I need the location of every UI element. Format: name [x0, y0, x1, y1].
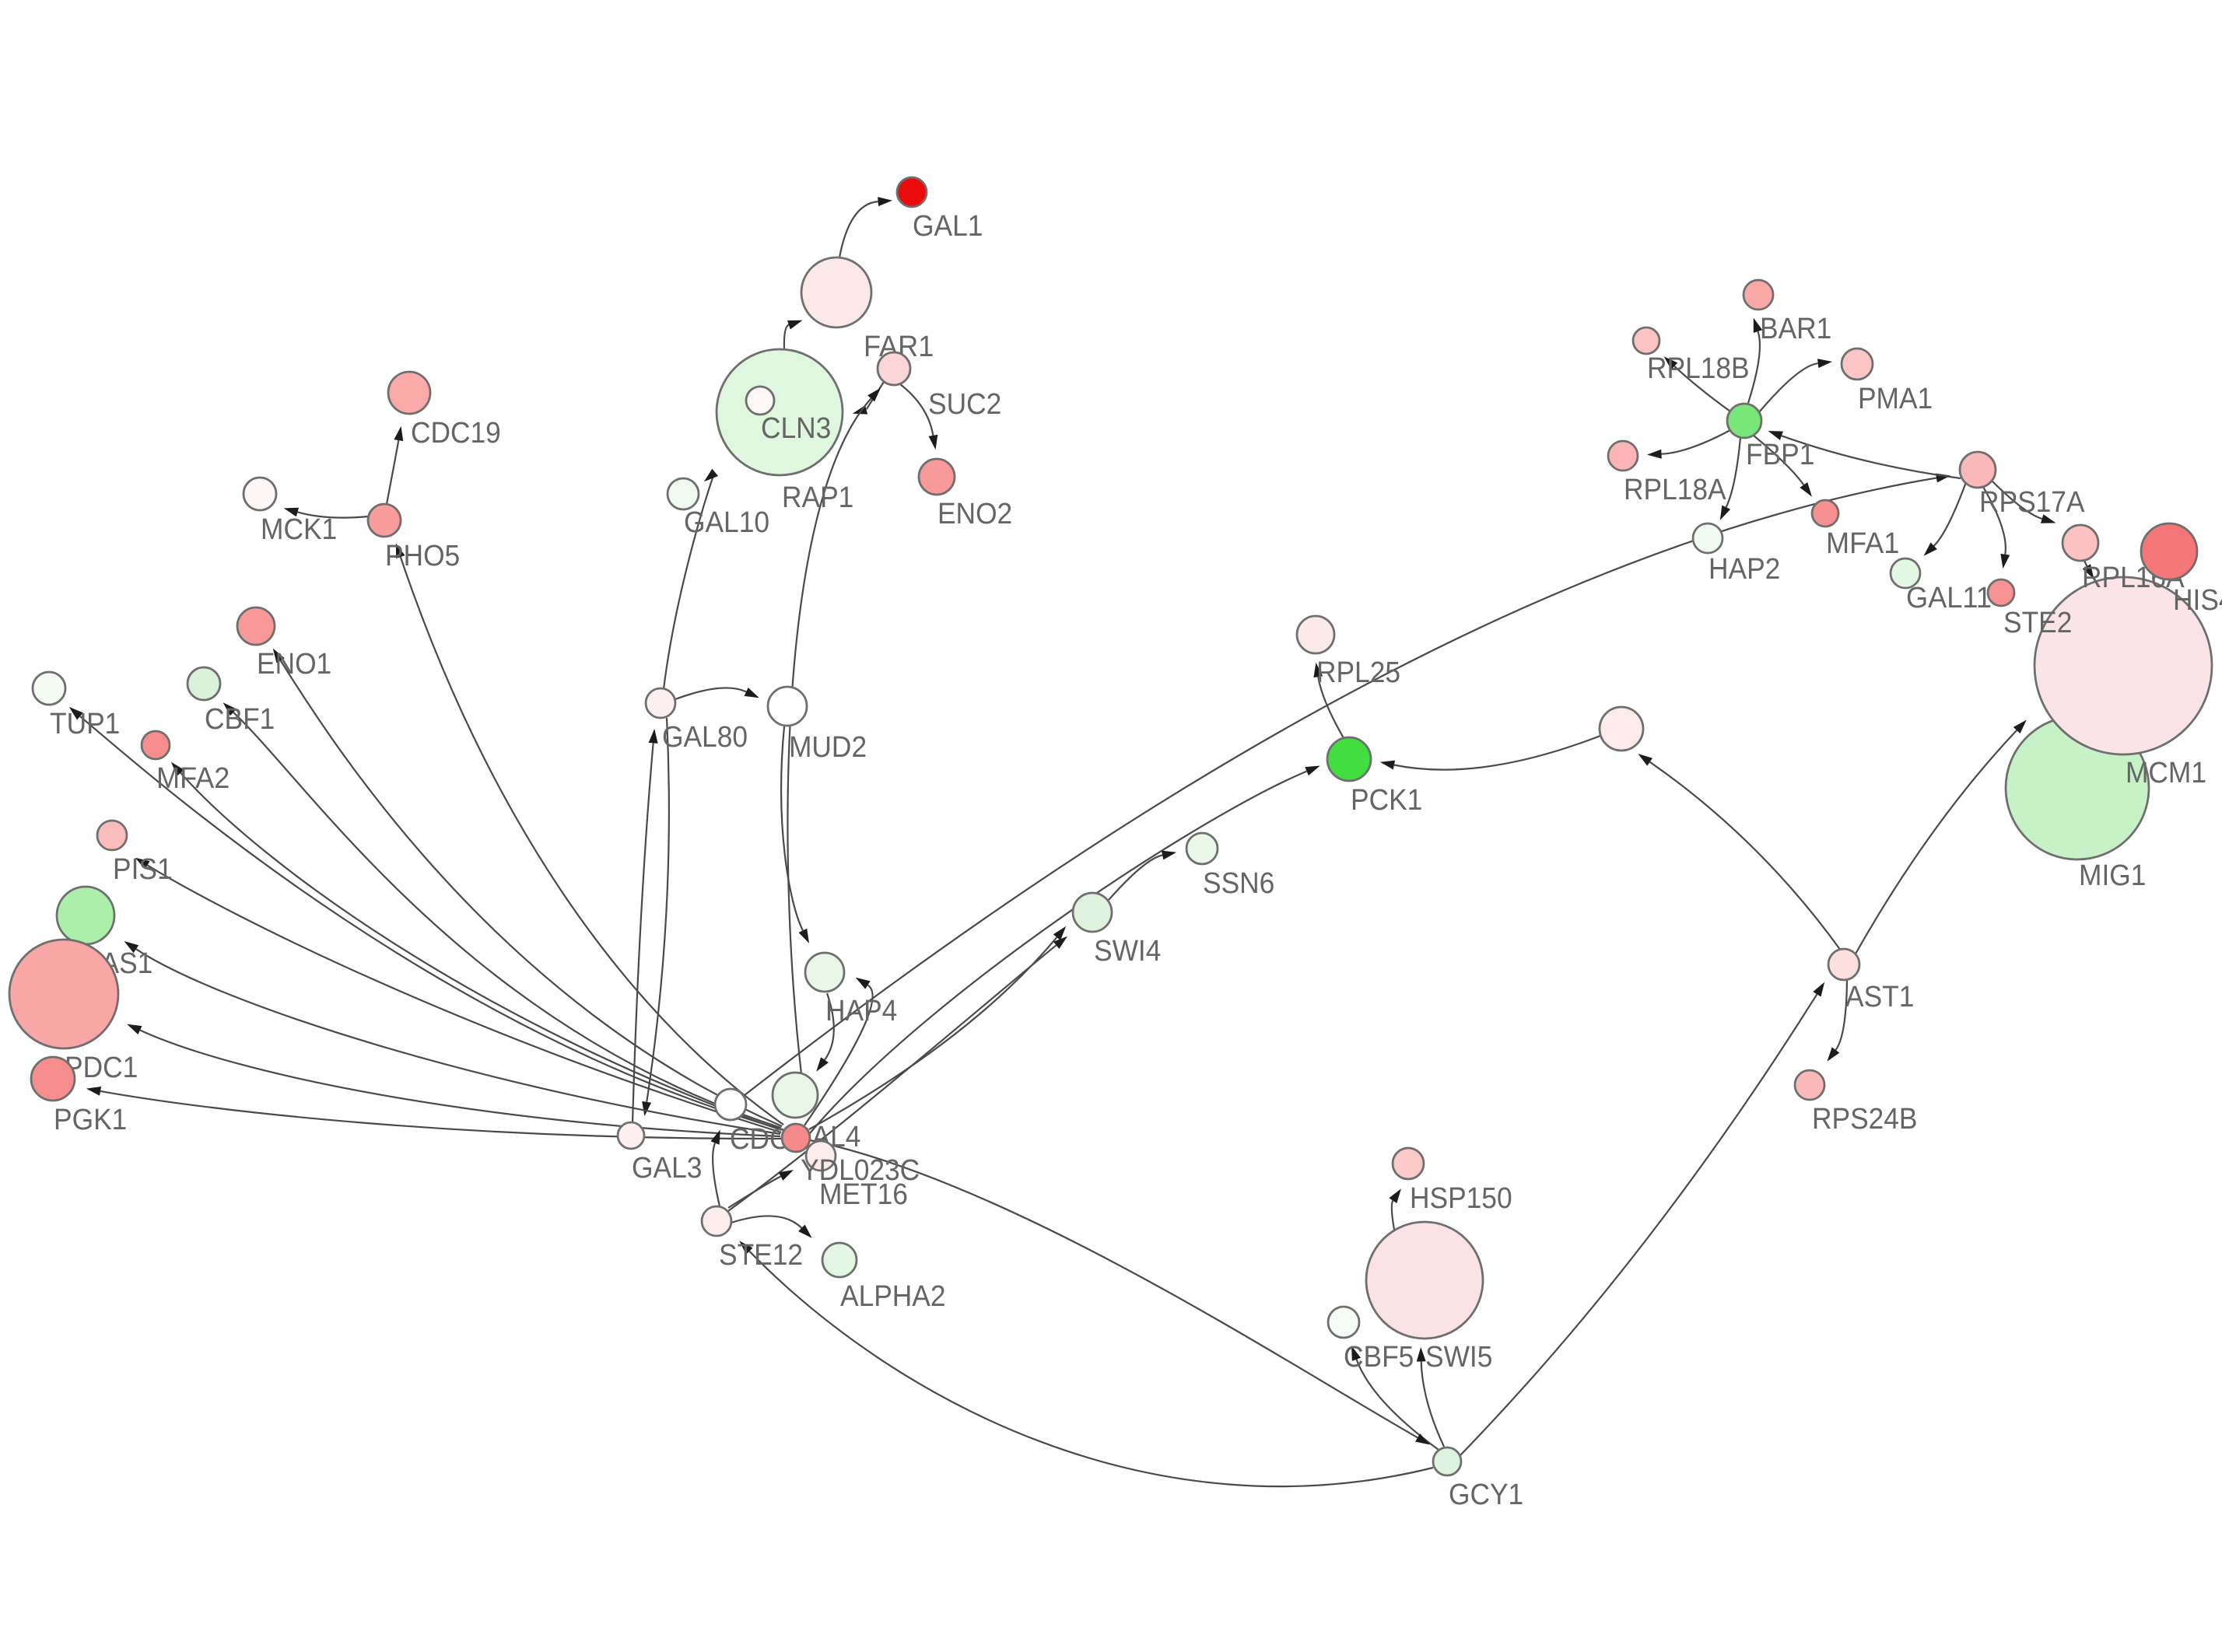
svg-text:MFA2: MFA2: [156, 762, 230, 795]
svg-text:STE12: STE12: [719, 1239, 803, 1272]
svg-text:GAL10: GAL10: [684, 506, 769, 539]
svg-text:CBF5: CBF5: [1344, 1341, 1414, 1374]
svg-text:MUD2: MUD2: [789, 731, 867, 764]
svg-text:PDC1: PDC1: [65, 1052, 138, 1084]
svg-text:CBF1: CBF1: [205, 703, 275, 736]
svg-text:CLN3: CLN3: [761, 412, 831, 445]
svg-text:RPS24B: RPS24B: [1812, 1103, 1918, 1136]
svg-text:TUP1: TUP1: [50, 708, 120, 740]
svg-text:GAL1: GAL1: [913, 210, 983, 243]
svg-text:MCK1: MCK1: [261, 513, 337, 546]
svg-text:GAL3: GAL3: [632, 1152, 702, 1185]
svg-text:PIS1: PIS1: [113, 853, 173, 886]
svg-text:PHO5: PHO5: [385, 540, 460, 572]
svg-text:MET16: MET16: [819, 1178, 908, 1211]
svg-text:PMA1: PMA1: [1858, 383, 1933, 415]
svg-text:BAR1: BAR1: [1760, 313, 1831, 345]
svg-text:HSP150: HSP150: [1410, 1182, 1512, 1215]
svg-text:HAP4: HAP4: [825, 995, 897, 1027]
svg-text:MCM1: MCM1: [2126, 757, 2206, 789]
svg-text:STE2: STE2: [2003, 607, 2072, 639]
svg-text:FBP1: FBP1: [1746, 439, 1814, 471]
svg-text:ENO2: ENO2: [938, 498, 1012, 530]
svg-text:MIG1: MIG1: [2079, 859, 2146, 892]
svg-text:AST1: AST1: [1845, 981, 1914, 1013]
svg-text:SWI5: SWI5: [1425, 1341, 1492, 1374]
svg-text:PGK1: PGK1: [54, 1104, 127, 1136]
svg-text:MFA1: MFA1: [1826, 527, 1899, 560]
svg-text:ALPHA2: ALPHA2: [840, 1280, 946, 1313]
svg-text:RAP1: RAP1: [782, 481, 853, 514]
svg-text:SWI4: SWI4: [1094, 935, 1161, 968]
svg-text:ENO1: ENO1: [257, 648, 331, 681]
svg-text:YDL023C: YDL023C: [801, 1154, 920, 1187]
svg-text:GAL11: GAL11: [1906, 582, 1992, 614]
svg-text:CDC19: CDC19: [411, 417, 501, 450]
svg-text:PCK1: PCK1: [1351, 784, 1422, 817]
svg-text:HAP2: HAP2: [1709, 553, 1780, 586]
svg-text:HIS4: HIS4: [2173, 584, 2222, 617]
svg-text:RPL18A: RPL18A: [1624, 474, 1726, 506]
svg-text:GCY1: GCY1: [1449, 1479, 1523, 1511]
svg-text:SUC2: SUC2: [928, 388, 1001, 421]
svg-text:RPL25: RPL25: [1316, 656, 1400, 689]
svg-text:SSN6: SSN6: [1203, 867, 1274, 900]
svg-text:GAL80: GAL80: [662, 721, 748, 754]
svg-text:RPS17A: RPS17A: [1979, 486, 2085, 519]
svg-text:RPL18B: RPL18B: [1647, 352, 1750, 385]
